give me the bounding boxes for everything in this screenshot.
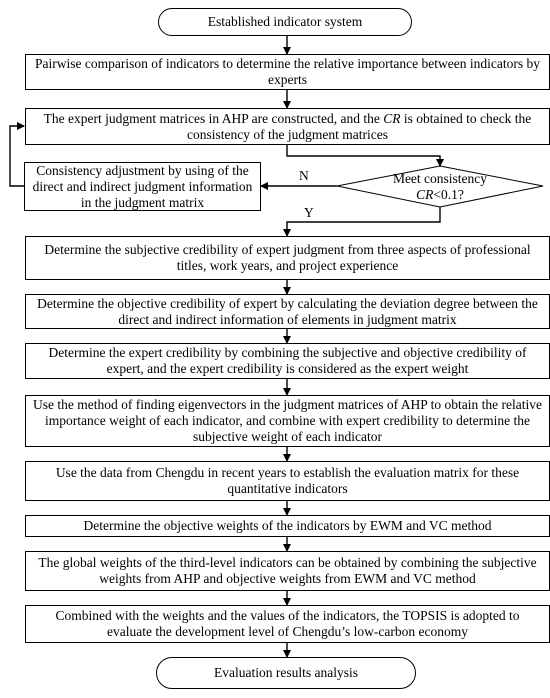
decision-condition: <0.1? xyxy=(433,187,464,202)
matrices-text-1: The expert judgment matrices in AHP are … xyxy=(43,110,384,126)
decision-label: Meet consistency CR<0.1? xyxy=(362,171,518,203)
arrow-matrices-decision xyxy=(286,145,444,167)
step-pairwise-comparison: Pairwise comparison of indicators to det… xyxy=(25,54,550,90)
arrow-decision-subjective xyxy=(283,207,441,237)
step-subjective-credibility: Determine the subjective credibility of … xyxy=(25,236,550,280)
matrices-cr: CR xyxy=(383,110,401,126)
topsis-label: Combined with the weights and the values… xyxy=(55,608,520,639)
eigen-label: Use the method of finding eigenvectors i… xyxy=(33,397,542,444)
step-topsis: Combined with the weights and the values… xyxy=(25,605,550,643)
step-objective-weights: Determine the objective weights of the i… xyxy=(25,515,550,537)
step-consistency-adjustment: Consistency adjustment by using of the d… xyxy=(24,162,261,211)
start-label: Established indicator system xyxy=(207,14,363,29)
start-terminal: Established indicator system xyxy=(158,8,412,36)
decision-diamond xyxy=(336,165,544,208)
matrices-label: The expert judgment matrices in AHP are … xyxy=(32,111,543,143)
expert-label: Determine the expert credibility by comb… xyxy=(48,345,527,376)
subjective-label: Determine the subjective credibility of … xyxy=(44,242,531,273)
objective-label: Determine the objective credibility of e… xyxy=(37,295,538,327)
step-objective-credibility: Determine the objective credibility of e… xyxy=(25,294,550,329)
decision-cr: CR xyxy=(416,187,434,202)
step-judgment-matrices: The expert judgment matrices in AHP are … xyxy=(25,108,550,145)
adjust-label: Consistency adjustment by using of the d… xyxy=(32,162,253,210)
end-terminal: Evaluation results analysis xyxy=(156,657,416,689)
step-expert-credibility: Determine the expert credibility by comb… xyxy=(25,343,550,379)
data-label: Use the data from Chengdu in recent year… xyxy=(55,465,520,496)
ewm-label: Determine the objective weights of the i… xyxy=(83,518,492,533)
global-label: The global weights of the third-level in… xyxy=(38,555,537,586)
end-label: Evaluation results analysis xyxy=(214,665,358,680)
decision-line1: Meet consistency xyxy=(392,171,488,186)
step-global-weights: The global weights of the third-level in… xyxy=(25,551,550,591)
edge-label-yes: Y xyxy=(304,205,314,220)
step-evaluation-matrix: Use the data from Chengdu in recent year… xyxy=(25,461,550,501)
arrow-adjust-matrices xyxy=(9,122,25,187)
edge-label-no: N xyxy=(299,168,309,183)
matrices-text-2: is obtained to check the consistency of … xyxy=(187,110,532,142)
pairwise-label: Pairwise comparison of indicators to det… xyxy=(35,56,540,87)
step-eigenvectors: Use the method of finding eigenvectors i… xyxy=(25,395,550,447)
